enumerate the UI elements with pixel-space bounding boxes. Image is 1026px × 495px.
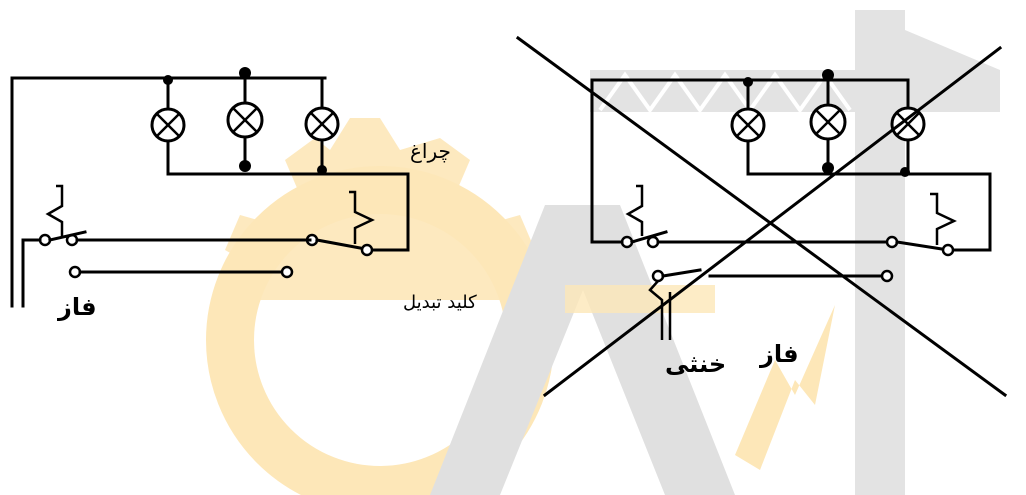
lamp-icon (890, 106, 926, 142)
neutral-label: خنثی (665, 350, 726, 378)
lamp-icon (730, 107, 766, 143)
lamp-icon (304, 106, 340, 142)
switch-label: کلید تبدیل (403, 292, 477, 313)
changeover-switch-left (21, 184, 307, 279)
lamp-icon (150, 107, 186, 143)
right-circuit: فاز خنثی (515, 35, 1008, 398)
phase-label-right: فاز (759, 340, 799, 368)
lamp-icon (809, 103, 847, 141)
watermark-bolt-icon (735, 305, 835, 470)
watermark-crane-icon (590, 10, 1000, 495)
changeover-switch-left (590, 184, 894, 340)
left-circuit: چراغ کلید تبدیل فاز (10, 67, 477, 321)
watermark (206, 10, 1000, 495)
lamp-label: چراغ (410, 139, 451, 163)
phase-label-left: فاز (57, 293, 97, 321)
watermark-a-shape (430, 205, 735, 495)
cross-out-icon (515, 35, 1008, 398)
lamp-icon (226, 101, 264, 139)
changeover-switch-right (885, 192, 957, 257)
changeover-switch-right (304, 190, 375, 257)
